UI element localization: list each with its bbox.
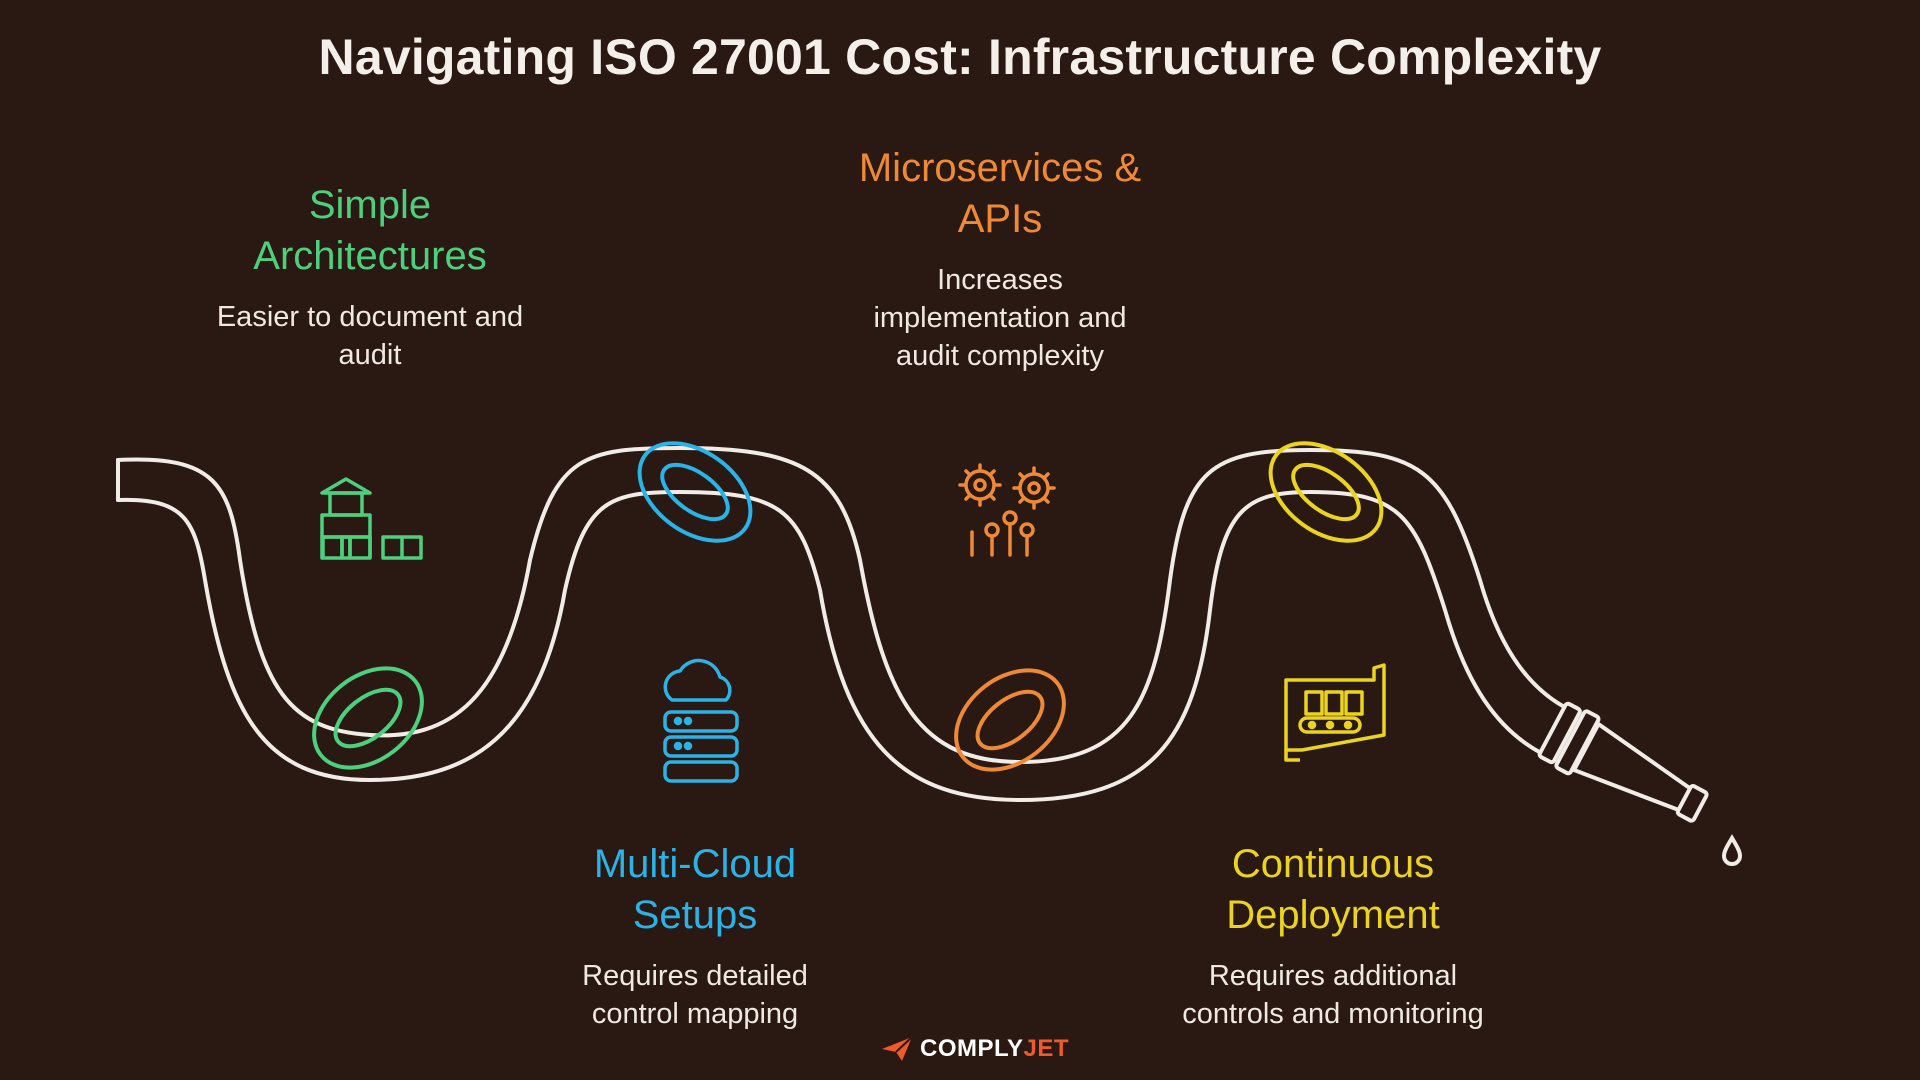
brand-name-part: JET (1023, 1035, 1069, 1062)
brand-logo: COMPLYJET (880, 1035, 1069, 1063)
diagram-title: Navigating ISO 27001 Cost: Infrastructur… (318, 29, 1602, 85)
building-blocks-icon (320, 477, 423, 560)
stage-heading: Continuous Deployment (1133, 839, 1533, 941)
hose-outer-edge (116, 446, 1572, 764)
stage-microservices-apis: Microservices & APIs Increases implement… (800, 143, 1200, 375)
stage-description: Increases implementation and audit compl… (800, 261, 1200, 375)
stage-heading-line: Deployment (1226, 893, 1440, 937)
stage-description-line: controls and monitoring (1182, 998, 1484, 1030)
nozzle-ring (1537, 701, 1582, 765)
stage-heading-line: Setups (632, 893, 758, 937)
stage-continuous-deployment: Continuous Deployment Requires additiona… (1133, 839, 1533, 1033)
stage-heading-line: Microservices & (858, 146, 1142, 190)
hose-inner-edge (116, 490, 1547, 802)
stage-heading-line: Continuous (1231, 842, 1435, 886)
stage-description: Requires detailed control mapping (495, 957, 895, 1033)
stage-heading-line: APIs (957, 197, 1043, 241)
conveyor-icon (1284, 663, 1386, 762)
nozzle-ring (1554, 709, 1601, 776)
stage-description-line: audit (338, 339, 402, 371)
brand-name-part: COMPLY (920, 1035, 1024, 1062)
stage-multi-cloud-setups: Multi-Cloud Setups Requires detailed con… (495, 839, 895, 1033)
stage-heading: Microservices & APIs (800, 143, 1200, 245)
stage-description-line: Requires additional (1208, 960, 1458, 992)
stage-heading: Simple Architectures (170, 180, 570, 282)
water-drop-icon (1721, 834, 1743, 866)
stage-description-line: Easier to document and (216, 301, 524, 333)
gears-network-icon (958, 463, 1056, 557)
knot-orange (954, 668, 1066, 772)
stage-description: Easier to document and audit (170, 298, 570, 374)
nozzle (1537, 701, 1709, 823)
stage-simple-architectures: Simple Architectures Easier to document … (170, 180, 570, 374)
cloud-server-icon (663, 658, 739, 783)
stage-description-line: implementation and (873, 302, 1127, 334)
stage-description-line: audit complexity (896, 340, 1104, 372)
hose (116, 446, 1572, 802)
stage-heading-line: Architectures (253, 234, 487, 278)
stage-description-line: Requires detailed (582, 960, 808, 992)
stage-description-line: Increases (937, 264, 1063, 296)
stage-heading-line: Multi-Cloud (593, 842, 797, 886)
stage-heading: Multi-Cloud Setups (495, 839, 895, 941)
stage-heading-line: Simple (308, 183, 432, 227)
knot-green (312, 666, 424, 770)
paper-plane-icon (882, 1036, 913, 1061)
stage-description-line: control mapping (591, 998, 799, 1030)
stage-description: Requires additional controls and monitor… (1133, 957, 1533, 1033)
nozzle-tip (1675, 784, 1709, 823)
